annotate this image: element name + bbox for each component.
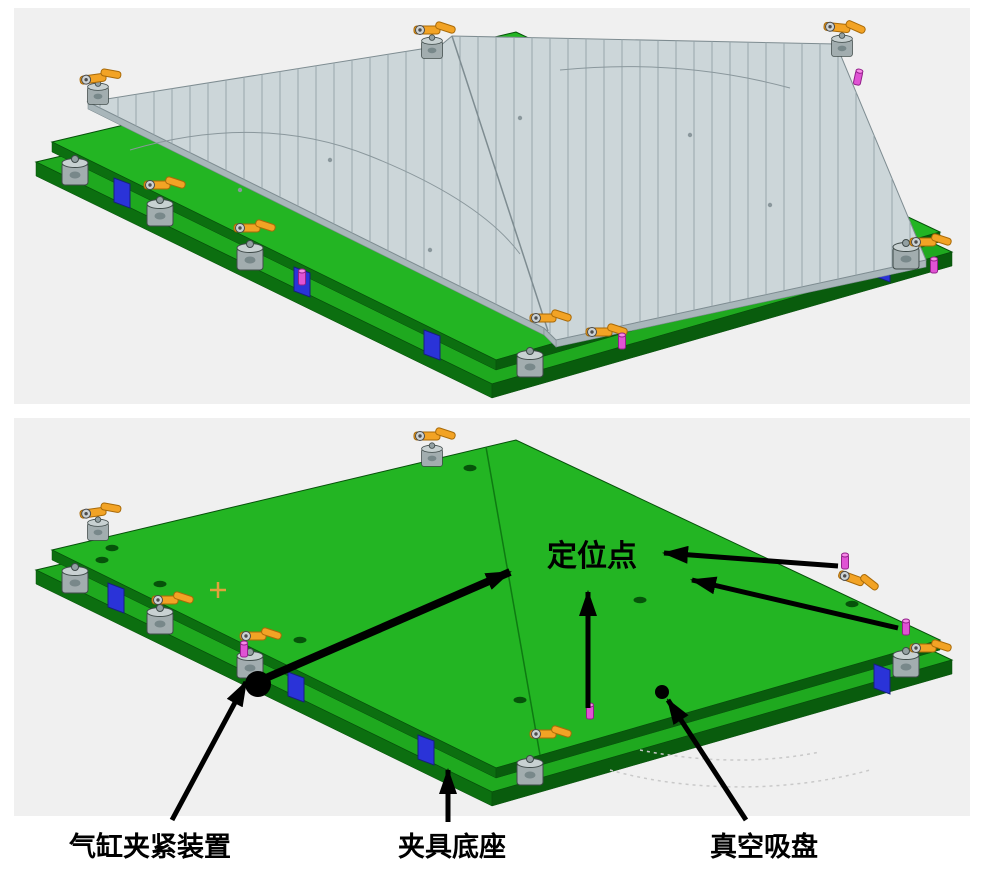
arrow-vacuum-pad (665, 698, 749, 822)
pin-icon (240, 640, 248, 658)
cylinder-icon (61, 155, 89, 186)
pin-icon (618, 332, 626, 350)
pin-icon (902, 618, 910, 636)
panel-contour (129, 131, 521, 255)
plate-seam (485, 446, 541, 756)
base-plate-right-face (491, 659, 953, 807)
hole (293, 636, 307, 644)
panel-seam (451, 35, 549, 332)
cylinder-icon (831, 32, 853, 57)
label-fixture-base: 夹具底座 (398, 831, 506, 862)
vacuum-pad-dot (655, 685, 669, 699)
label-locating-point: 定位点 (547, 539, 637, 573)
sketch-line (639, 749, 821, 761)
cylinder-icon (87, 516, 109, 541)
label-cylinder-clamp: 气缸夹紧装置 (68, 831, 231, 862)
pin-icon (841, 552, 849, 570)
panel-hole (517, 115, 523, 121)
pin-icon (298, 268, 306, 286)
upper-plate-right-face (495, 639, 941, 779)
arrow-locating-point-3 (662, 545, 839, 569)
panel-contour (559, 66, 791, 89)
hole (463, 464, 477, 472)
hole (95, 556, 109, 564)
panel-hole (687, 132, 693, 138)
cylinder-icon (516, 755, 544, 786)
hole (153, 580, 167, 588)
cylinder-icon (61, 563, 89, 594)
cylinder-icon (516, 347, 544, 378)
cylinder-icon (236, 240, 264, 271)
panel-hole (767, 202, 773, 208)
panel-hole (427, 247, 433, 253)
base-plate-right-face (491, 251, 953, 399)
hole (513, 696, 527, 704)
crosshair-marker (210, 582, 226, 598)
panel-hole (327, 157, 333, 163)
sketch-line (609, 769, 871, 788)
hole (633, 596, 647, 604)
label-vacuum-pad: 真空吸盘 (710, 831, 818, 862)
panel-hole (237, 187, 243, 193)
cylinder-icon (421, 34, 443, 59)
cylinder-icon (87, 80, 109, 105)
arrow-locating-point-4 (690, 576, 899, 631)
hole (105, 544, 119, 552)
hole (845, 600, 859, 608)
assembled-view (34, 16, 954, 399)
arrow-locating-point-1 (264, 568, 512, 682)
arrow-cylinder-clamp (169, 680, 249, 822)
cylinder-icon (146, 196, 174, 227)
cylinder-icon (421, 442, 443, 467)
cylinder-icon (146, 604, 174, 635)
locating-point-dot (245, 671, 271, 697)
annotations: 定位点 气缸夹紧装置 夹具底座 真空吸盘 (68, 539, 899, 862)
pin-icon (930, 256, 938, 274)
